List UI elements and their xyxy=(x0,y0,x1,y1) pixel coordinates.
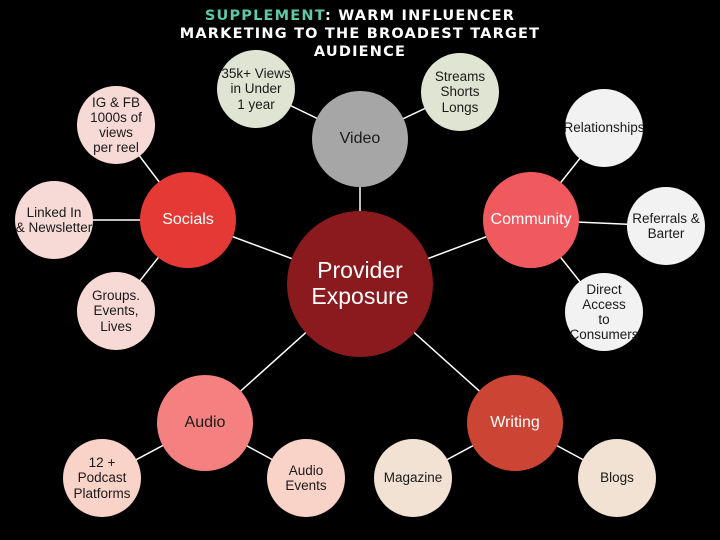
leaf-node-audio-podcast-label: 12 + Podcast Platforms xyxy=(73,455,131,501)
hub-node-community-label: Community xyxy=(490,211,572,229)
title-accent: SUPPLEMENT xyxy=(204,8,326,24)
title-line-1-rest: : WARM INFLUENCER xyxy=(325,8,516,24)
hub-node-audio-label: Audio xyxy=(184,414,226,432)
title-line-2: MARKETING TO THE BROADEST TARGET xyxy=(179,26,541,42)
leaf-node-audio-podcast: 12 + Podcast Platforms xyxy=(63,439,141,517)
hub-node-community: Community xyxy=(483,172,579,268)
leaf-node-audio-events-label: Audio Events xyxy=(285,462,327,493)
leaf-node-community-relationships: Relationships xyxy=(563,89,645,167)
leaf-node-video-streams-label: Streams Shorts Longs xyxy=(434,69,486,115)
title-line-3: AUDIENCE xyxy=(313,44,407,60)
leaf-node-socials-igfb: IG & FB 1000s of views per reel xyxy=(77,86,155,164)
title-line-1: SUPPLEMENT: WARM INFLUENCER xyxy=(0,7,720,25)
leaf-node-community-relationships-label: Relationships xyxy=(563,120,645,136)
hub-node-writing: Writing xyxy=(467,375,563,471)
hub-node-socials-label: Socials xyxy=(162,211,214,229)
leaf-node-community-referrals: Referrals & Barter xyxy=(627,187,705,265)
hub-node-writing-label: Writing xyxy=(490,414,540,432)
leaf-node-community-direct-label: Direct Access to Consumers xyxy=(569,281,639,343)
hub-node-video-label: Video xyxy=(339,130,381,148)
leaf-node-writing-blogs: Blogs xyxy=(578,439,656,517)
leaf-node-video-streams: Streams Shorts Longs xyxy=(421,53,499,131)
leaf-node-socials-linkedin: Linked In & Newsletter xyxy=(15,181,93,259)
leaf-node-writing-magazine-label: Magazine xyxy=(383,470,443,486)
leaf-node-socials-groups-label: Groups. Events, Lives xyxy=(91,288,141,334)
leaf-node-socials-linkedin-label: Linked In & Newsletter xyxy=(15,204,93,235)
leaf-node-writing-magazine: Magazine xyxy=(374,439,452,517)
center-node-provider-exposure: Provider Exposure xyxy=(287,211,433,357)
leaf-node-community-direct: Direct Access to Consumers xyxy=(565,273,643,351)
leaf-node-writing-blogs-label: Blogs xyxy=(600,470,634,486)
diagram-title: SUPPLEMENT: WARM INFLUENCER MARKETING TO… xyxy=(0,7,720,61)
leaf-node-socials-igfb-label: IG & FB 1000s of views per reel xyxy=(90,94,142,156)
leaf-node-socials-groups: Groups. Events, Lives xyxy=(77,272,155,350)
leaf-node-video-views-label: 35k+ Views in Under 1 year xyxy=(221,66,291,112)
leaf-node-community-referrals-label: Referrals & Barter xyxy=(632,210,700,241)
leaf-node-video-views: 35k+ Views in Under 1 year xyxy=(217,50,295,128)
leaf-node-audio-events: Audio Events xyxy=(267,439,345,517)
hub-node-video: Video xyxy=(312,91,408,187)
hub-node-audio: Audio xyxy=(157,375,253,471)
hub-node-socials: Socials xyxy=(140,172,236,268)
center-node-provider-exposure-label: Provider Exposure xyxy=(311,257,409,309)
